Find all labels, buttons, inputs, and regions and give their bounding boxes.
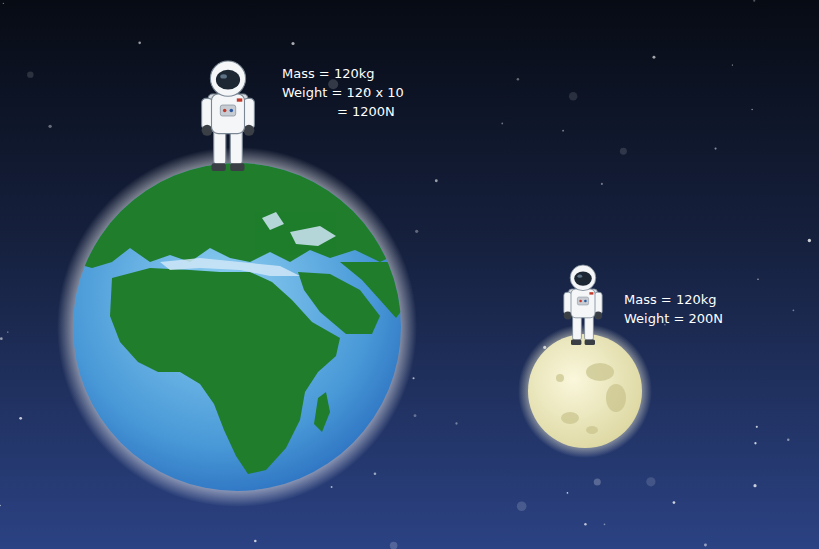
star: [704, 544, 707, 547]
star: [0, 505, 1, 507]
star: [414, 414, 417, 417]
star: [753, 0, 755, 2]
star: [0, 337, 3, 340]
star: [594, 478, 601, 485]
star: [3, 3, 4, 4]
star: [652, 56, 655, 59]
astronaut: [564, 265, 602, 345]
star: [787, 438, 789, 440]
star: [793, 309, 795, 311]
continents: [60, 160, 410, 474]
star: [567, 492, 569, 494]
star: [435, 179, 438, 182]
star: [138, 42, 141, 45]
star: [584, 523, 586, 525]
star: [501, 123, 503, 125]
weight-label: Mass = 120kg: [624, 292, 716, 308]
star: [732, 64, 733, 65]
astronaut: [202, 61, 255, 171]
star: [455, 422, 457, 424]
star: [517, 78, 520, 81]
star: [562, 130, 564, 132]
moon-craters: [556, 363, 626, 434]
star: [754, 442, 756, 444]
weight-label: Mass = 120kg: [282, 66, 374, 82]
star: [601, 183, 603, 185]
weight-label: = 1200N: [337, 104, 395, 120]
star: [808, 239, 811, 242]
star: [756, 426, 758, 428]
star: [374, 472, 377, 475]
star: [751, 109, 752, 110]
weight-label: Weight = 120 x 10: [282, 85, 404, 101]
star: [415, 230, 418, 233]
star: [7, 331, 9, 333]
star: [331, 486, 333, 488]
star: [291, 42, 294, 45]
star: [517, 501, 527, 511]
seas: [160, 212, 336, 276]
weight-label: Weight = 200N: [624, 311, 723, 327]
star: [753, 484, 756, 487]
moon: [528, 334, 642, 448]
star: [569, 92, 578, 101]
star: [413, 377, 415, 379]
star: [604, 524, 606, 526]
star: [27, 71, 33, 77]
star: [390, 542, 398, 549]
star: [19, 417, 22, 420]
star: [714, 147, 716, 149]
star: [673, 501, 676, 504]
star: [646, 477, 655, 486]
moon-glow: [518, 324, 652, 458]
star: [48, 125, 51, 128]
star: [757, 278, 759, 280]
earth-glow: [57, 147, 417, 507]
star: [620, 148, 627, 155]
star: [254, 540, 257, 543]
